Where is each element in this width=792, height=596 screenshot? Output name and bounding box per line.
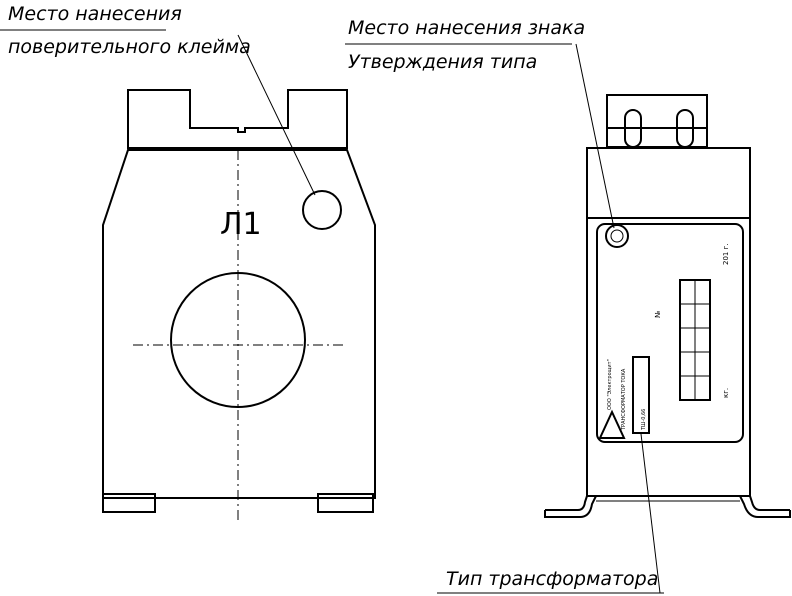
verification-place-label-line2: поверительного клейма	[8, 36, 251, 58]
plate-weight-text: кг.	[722, 388, 730, 398]
front-left-foot	[102, 493, 156, 513]
plate-number-text: №	[654, 311, 662, 318]
front-top-terminal	[127, 89, 348, 149]
transformer-type-label: Тип трансформатора	[446, 568, 658, 590]
side-mounting-bracket	[545, 495, 790, 511]
verification-place-label-line1: Место нанесения	[8, 3, 182, 25]
side-view: ООО "Электрощит" ТРАНСФОРМАТОР ТОКА ТШ-0…	[544, 94, 791, 518]
callouts: Место нанесения поверительного клейма Ме…	[0, 3, 664, 594]
front-view: Л1	[102, 89, 376, 520]
plate-type-text: ТШ-0,66	[641, 409, 647, 431]
name-plate	[596, 223, 744, 443]
side-body	[586, 147, 751, 497]
front-right-foot	[317, 493, 374, 513]
plate-product-text: ТРАНСФОРМАТОР ТОКА	[621, 368, 627, 431]
manufacturer-logo	[598, 409, 626, 439]
type-sign-label-line1: Место нанесения знака	[348, 17, 585, 39]
transformer-type-leader	[640, 433, 661, 594]
verification-seal-circle	[302, 190, 342, 230]
plate-table	[679, 279, 711, 401]
plate-year-text: 201 г.	[722, 244, 730, 266]
type-sign-leader	[575, 43, 615, 229]
type-sign-circle	[605, 224, 629, 248]
terminal-mark-label: Л1	[220, 207, 262, 242]
type-sign-label-line2: Утверждения типа	[348, 51, 537, 73]
front-body-outline	[102, 149, 376, 499]
verification-leader	[237, 34, 316, 196]
transformer-type-field	[632, 356, 650, 434]
plate-company-text: ООО "Электрощит"	[607, 359, 613, 410]
